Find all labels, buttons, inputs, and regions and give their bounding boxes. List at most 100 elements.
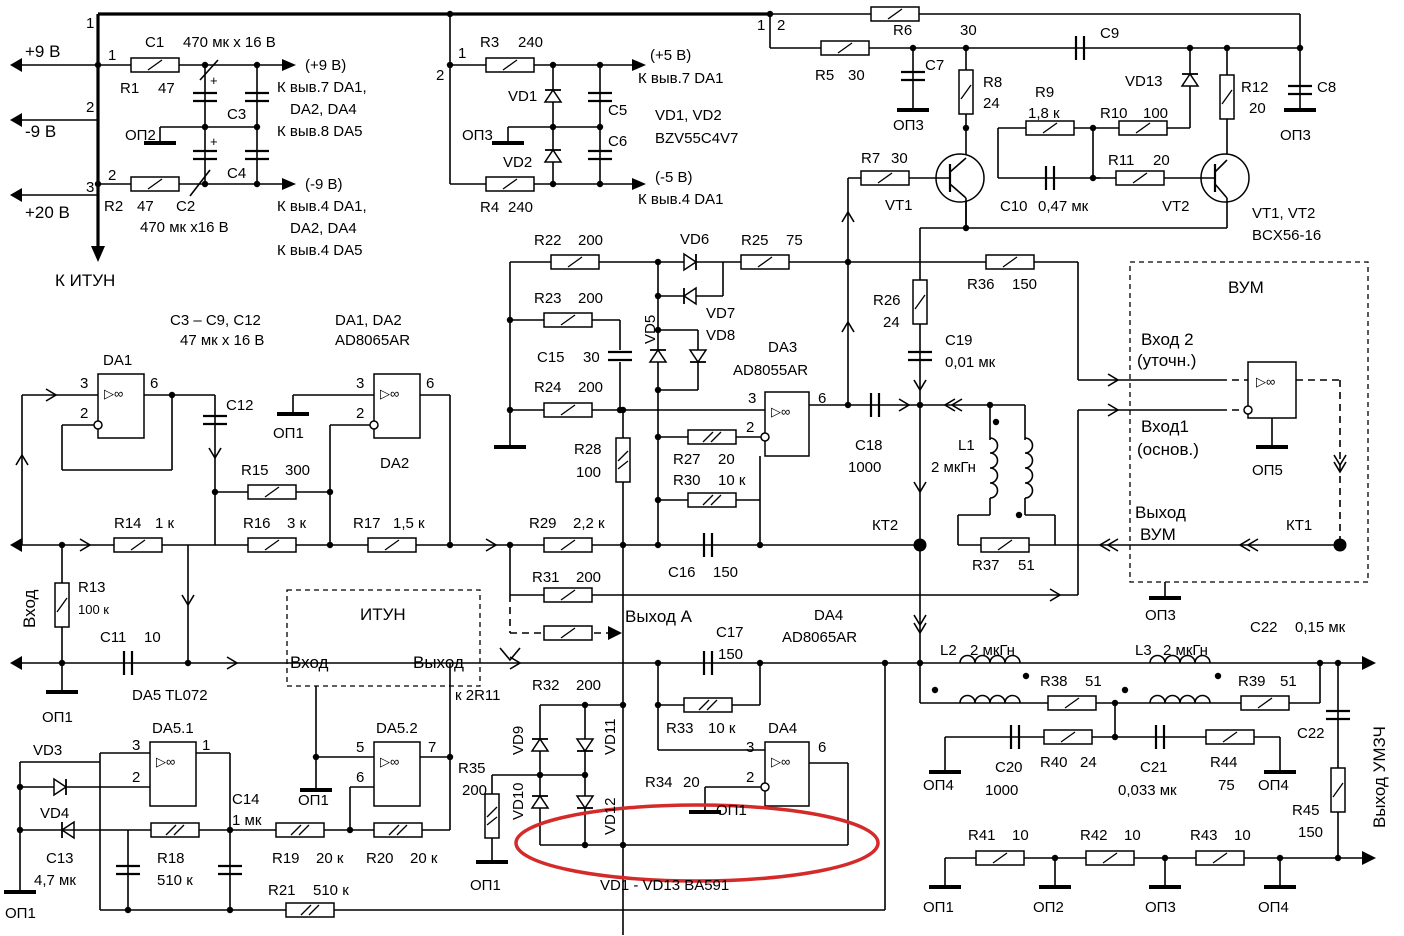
label-r6-val: 30	[960, 22, 977, 39]
label-itun-out: Выход	[413, 653, 464, 672]
label-r25-val: 75	[786, 232, 803, 249]
label-op5: ОП5	[1252, 462, 1283, 479]
label-op1-da4: ОП1	[716, 802, 747, 819]
label-pin7-a: К выв.7 DA1,	[277, 79, 367, 96]
label-pin4-da1: К выв.4 DA1	[638, 191, 723, 208]
label-bcx: BCX56-16	[1252, 227, 1321, 244]
label-c16: C16	[668, 564, 696, 581]
label-da2: DA2	[380, 455, 409, 472]
label-vhod: Вход	[20, 589, 39, 628]
label-r44: R44	[1210, 754, 1238, 771]
label-r27-val: 20	[718, 451, 735, 468]
label-r29-val: 2,2 к	[573, 515, 605, 532]
pin-1a: 1	[86, 15, 94, 32]
label-l2-val: 2 мкГн	[970, 642, 1015, 659]
label-c6: C6	[608, 133, 627, 150]
label-r4: R4	[480, 199, 499, 216]
label-c2: C2	[176, 198, 195, 215]
label-da52: DA5.2	[376, 720, 418, 737]
pin-2a: 2	[86, 99, 94, 116]
pin-6-da1: 6	[150, 375, 158, 392]
label-vd2: VD2	[503, 154, 532, 171]
label-r42-val: 10	[1124, 827, 1141, 844]
label-da5: DA5 TL072	[132, 687, 208, 704]
label-c21: C21	[1140, 759, 1168, 776]
label-c10-val: 0,47 мк	[1038, 198, 1089, 215]
label-r44-val: 75	[1218, 777, 1235, 794]
label-vum-out2: ВУМ	[1140, 525, 1176, 544]
label-c18-val: 1000	[848, 459, 881, 476]
label-r16: R16	[243, 515, 271, 532]
label-pin4-b: DA2, DA4	[290, 220, 357, 237]
label-ad8065-4: AD8065AR	[782, 629, 857, 646]
labels: +9 В -9 В +20 В К ИТУН 1 2 3 1 2 2 1 1 2…	[5, 15, 1389, 922]
label-c7: C7	[925, 57, 944, 74]
label-r17: R17	[353, 515, 381, 532]
label-op2-r42: ОП2	[1033, 899, 1064, 916]
label-vd8: VD8	[706, 327, 735, 344]
label-pin4-c: К выв.4 DA5	[277, 242, 362, 259]
label-r36: R36	[967, 276, 995, 293]
label-pin7-da1: К выв.7 DA1	[638, 70, 723, 87]
output-stage	[766, 6, 1318, 548]
pin-5-da52: 5	[356, 739, 364, 756]
label-da3: DA3	[768, 339, 797, 356]
label-r26-val: 24	[883, 314, 900, 331]
label-k-itun: К ИТУН	[55, 271, 115, 290]
pin-2-da51: 2	[132, 769, 140, 786]
label-l3-val: 2 мкГн	[1163, 642, 1208, 659]
label-c2-val: 470 мк x16 В	[140, 219, 229, 236]
label-c14-val: 1 мк	[232, 812, 262, 829]
label-r23: R23	[534, 290, 562, 307]
label-r15: R15	[241, 462, 269, 479]
label-vd3: VD3	[33, 742, 62, 759]
label-c17-val: 150	[718, 646, 743, 663]
pin-1b: 1	[108, 47, 116, 64]
label-c11-val: 10	[144, 629, 161, 646]
pin-6-da2: 6	[426, 375, 434, 392]
label-op3-r43: ОП3	[1145, 899, 1176, 916]
pin-7-da52: 7	[428, 739, 436, 756]
label-r21-val: 510 к	[313, 882, 349, 899]
label-in2: Вход 2	[1141, 330, 1194, 349]
label-vd1-vd2: VD1, VD2	[655, 107, 722, 124]
pin-2-da3: 2	[746, 419, 754, 436]
output-filter	[10, 545, 1376, 889]
vum-section: ▷∞	[920, 261, 1369, 600]
label-vt1: VT1	[885, 197, 913, 214]
label-plus20: +20 В	[25, 203, 70, 222]
label-r3-val: 240	[518, 34, 543, 51]
label-vd6: VD6	[680, 231, 709, 248]
label-r42: R42	[1080, 827, 1108, 844]
label-bzv: BZV55C4V7	[655, 130, 738, 147]
label-l1-val: 2 мкГн	[931, 459, 976, 476]
label-r38-val: 51	[1085, 673, 1102, 690]
pin-6-da3: 6	[818, 390, 826, 407]
da3-section: ▷∞	[20, 253, 1220, 935]
label-r8: R8	[983, 74, 1002, 91]
label-r1-val: 47	[158, 80, 175, 97]
label-kt1: КТ1	[1286, 517, 1312, 534]
label-op1-c13: ОП1	[5, 905, 36, 922]
label-da4: DA4	[768, 720, 797, 737]
label-ad8065-12: AD8065AR	[335, 332, 410, 349]
label-r32: R32	[532, 677, 560, 694]
pin-1d: 1	[757, 17, 765, 34]
label-r12-val: 20	[1249, 100, 1266, 117]
label-vd11: VD11	[602, 719, 619, 755]
label-r41-val: 10	[1012, 827, 1029, 844]
svg-text:▷∞: ▷∞	[156, 754, 175, 769]
pin-2d: 2	[777, 17, 785, 34]
label-vd12: VD12	[602, 797, 619, 835]
label-op3a: ОП3	[462, 127, 493, 144]
label-da51: DA5.1	[152, 720, 194, 737]
label-l1: L1	[958, 437, 975, 454]
label-op3b: ОП3	[893, 117, 924, 134]
label-r20: R20	[366, 850, 394, 867]
label-r32-val: 200	[576, 677, 601, 694]
pin-6-da4: 6	[818, 739, 826, 756]
pin-2c: 2	[436, 67, 444, 84]
label-c9: C9	[1100, 25, 1119, 42]
pin-1-da51: 1	[202, 737, 210, 754]
